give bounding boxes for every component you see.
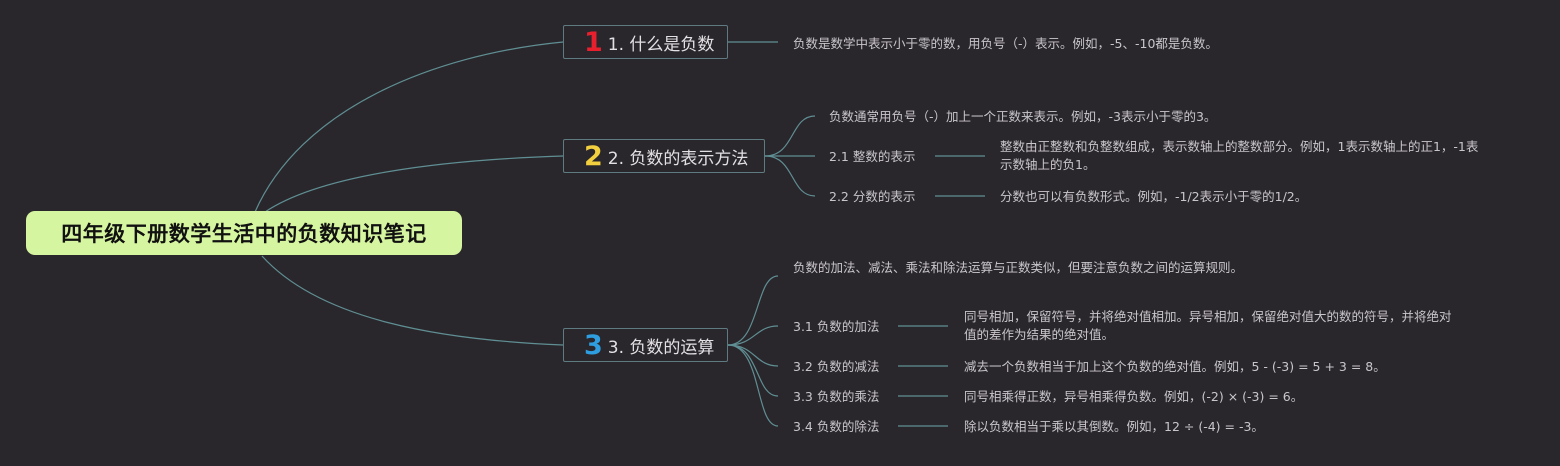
branch-3-child-2-title[interactable]: 3.2 负数的减法: [793, 359, 880, 374]
edge-b2-c2: [764, 155, 816, 197]
branch-3-child-1-note: 同号相加，保留符号，并将绝对值相加。异号相加，保留绝对值大的数的符号，并将绝对值…: [964, 309, 1452, 342]
branch-2-number: 2: [584, 140, 603, 172]
branch-1-title: 1. 什么是负数: [607, 34, 715, 55]
edge-b3-c4: [727, 344, 779, 427]
branch-2-child-2-note: 分数也可以有负数形式。例如，-1/2表示小于零的1/2。: [1000, 189, 1308, 204]
branch-3-child-4-note: 除以负数相当于乘以其倒数。例如，12 ÷ (-4) = -3。: [964, 419, 1264, 434]
branch-2-child-2-title[interactable]: 2.2 分数的表示: [829, 189, 916, 204]
root-title: 四年级下册数学生活中的负数知识笔记: [61, 222, 427, 246]
branch-1-note: 负数是数学中表示小于零的数，用负号（-）表示。例如，-5、-10都是负数。: [793, 36, 1218, 51]
edge-root-b1: [254, 41, 564, 213]
branch-2-title: 2. 负数的表示方法: [607, 148, 749, 169]
edge-root-b2: [264, 155, 564, 213]
branch-1-topic[interactable]: 1 1. 什么是负数: [563, 25, 728, 59]
branch-3-number: 3: [584, 329, 603, 361]
branch-3-child-2-note: 减去一个负数相当于加上这个负数的绝对值。例如，5 - (-3) = 5 + 3 …: [964, 359, 1386, 374]
edge-b3-note: [727, 275, 779, 346]
branch-3-title: 3. 负数的运算: [607, 337, 715, 358]
branch-2-child-1-note: 整数由正整数和负整数组成，表示数轴上的整数部分。例如，1表示数轴上的正1，-1表…: [1000, 139, 1479, 172]
branch-3-child-1-title[interactable]: 3.1 负数的加法: [793, 319, 880, 334]
branch-1-number: 1: [584, 26, 603, 58]
branch-3-child-3-title[interactable]: 3.3 负数的乘法: [793, 389, 880, 404]
edge-root-b3: [261, 255, 564, 346]
edge-b3-c1: [727, 325, 779, 346]
branch-3-note: 负数的加法、减法、乘法和除法运算与正数类似，但要注意负数之间的运算规则。: [793, 260, 1244, 275]
branch-2-note: 负数通常用负号（-）加上一个正数来表示。例如，-3表示小于零的3。: [829, 109, 1217, 124]
branch-3-child-4-title[interactable]: 3.4 负数的除法: [793, 419, 880, 434]
edge-b2-note: [764, 115, 816, 157]
root-topic[interactable]: 四年级下册数学生活中的负数知识笔记: [26, 211, 462, 255]
branch-2-topic[interactable]: 2 2. 负数的表示方法: [563, 139, 765, 173]
branch-3-child-3-note: 同号相乘得正数，异号相乘得负数。例如，(-2) × (-3) = 6。: [964, 389, 1304, 404]
branch-2-child-1-title[interactable]: 2.1 整数的表示: [829, 149, 916, 164]
branch-3-topic[interactable]: 3 3. 负数的运算: [563, 328, 728, 362]
